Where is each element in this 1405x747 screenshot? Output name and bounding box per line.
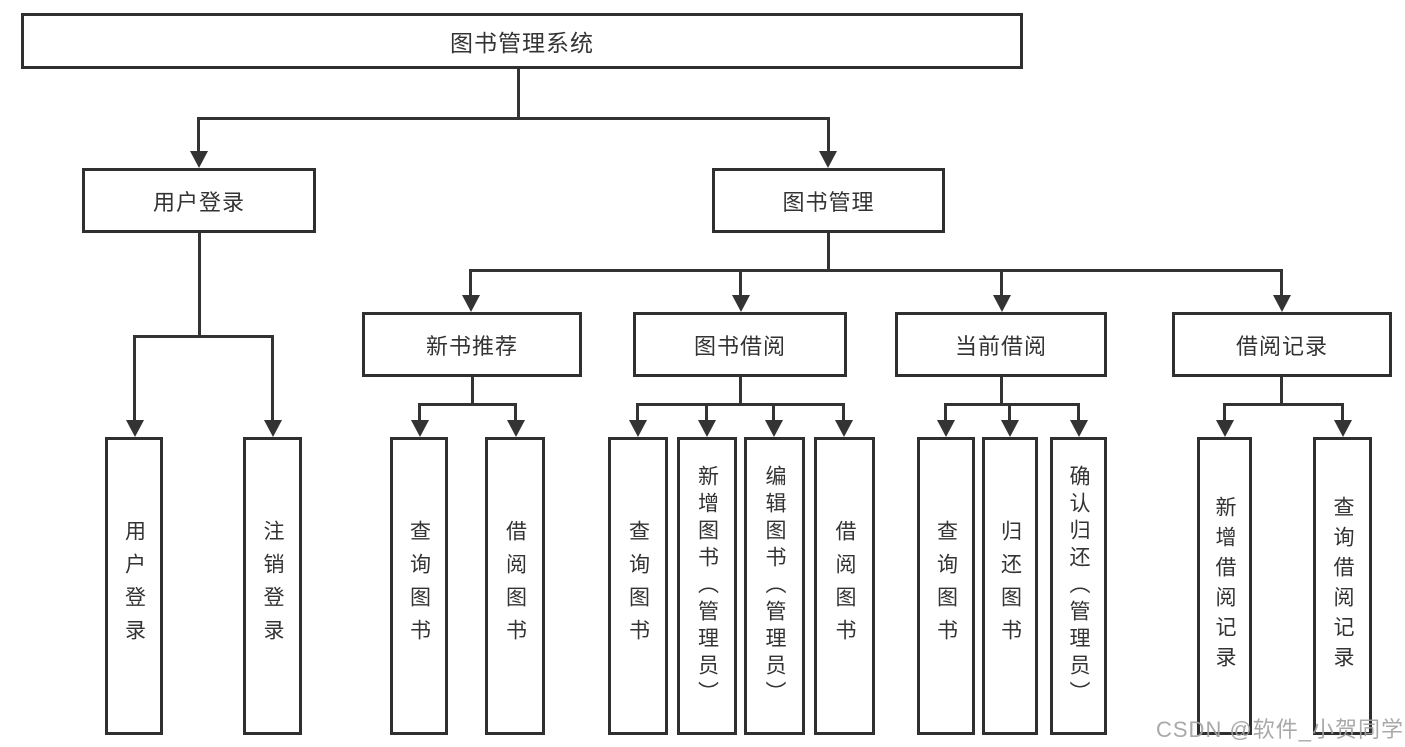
arrow-down-icon [819, 151, 837, 168]
connector-line [739, 377, 742, 406]
node-root: 图书管理系统 [21, 13, 1023, 69]
arrow-down-icon [937, 420, 955, 437]
arrow-down-icon [507, 420, 525, 437]
node-borrow-record: 借阅记录 [1172, 312, 1392, 377]
leaf-borrow-book-recommend: 借阅图书 [485, 437, 545, 735]
connector-line [471, 377, 474, 406]
connector-line [1341, 403, 1344, 420]
connector-line [1077, 403, 1080, 420]
connector-line [944, 403, 947, 420]
connector-line [133, 335, 274, 338]
arrow-down-icon [698, 420, 716, 437]
leaf-query-book-current: 查询图书 [917, 437, 975, 735]
leaf-logout: 注销登录 [243, 437, 302, 735]
connector-line [469, 269, 472, 295]
connector-line [418, 403, 421, 420]
leaf-add-book-admin: 新增图书（管理员） [677, 437, 737, 735]
arrow-down-icon [264, 420, 282, 437]
leaf-query-borrow-record: 查询借阅记录 [1313, 437, 1372, 735]
arrow-down-icon [462, 295, 480, 312]
arrow-down-icon [835, 420, 853, 437]
connector-line [842, 403, 845, 420]
connector-line [827, 117, 830, 153]
arrow-down-icon [993, 295, 1011, 312]
leaf-borrow-book: 借阅图书 [814, 437, 875, 735]
arrow-down-icon [765, 420, 783, 437]
leaf-add-borrow-record: 新增借阅记录 [1197, 437, 1252, 735]
connector-line [197, 117, 200, 153]
leaf-return-book: 归还图书 [982, 437, 1038, 735]
arrow-down-icon [1070, 420, 1088, 437]
connector-line [1223, 403, 1226, 420]
connector-line [517, 69, 520, 119]
arrow-down-icon [126, 420, 144, 437]
node-new-book-recommend: 新书推荐 [362, 312, 582, 377]
connector-line [705, 403, 708, 420]
connector-line [197, 117, 830, 120]
connector-line [133, 335, 136, 420]
connector-line [418, 403, 517, 406]
arrow-down-icon [190, 151, 208, 168]
leaf-confirm-return-admin: 确认归还（管理员） [1050, 437, 1107, 735]
node-book-borrow: 图书借阅 [633, 312, 847, 377]
connector-line [944, 403, 1080, 406]
connector-line [739, 269, 742, 295]
arrow-down-icon [1273, 295, 1291, 312]
connector-line [1223, 403, 1344, 406]
arrow-down-icon [732, 295, 750, 312]
leaf-user-login: 用户登录 [105, 437, 163, 735]
leaf-query-book-recommend: 查询图书 [390, 437, 448, 735]
connector-line [1008, 403, 1011, 420]
node-book-management: 图书管理 [712, 168, 945, 233]
arrow-down-icon [1216, 420, 1234, 437]
arrow-down-icon [411, 420, 429, 437]
arrow-down-icon [1334, 420, 1352, 437]
connector-line [636, 403, 845, 406]
connector-line [1000, 269, 1003, 295]
leaf-query-book-borrow: 查询图书 [608, 437, 668, 735]
connector-line [1000, 377, 1003, 406]
connector-line [469, 269, 1283, 272]
connector-line [772, 403, 775, 420]
csdn-watermark: CSDN @软件_小贺同学 [1156, 717, 1405, 742]
connector-line [1280, 377, 1283, 406]
connector-line [1280, 269, 1283, 295]
node-user-login: 用户登录 [82, 168, 316, 233]
connector-line [271, 335, 274, 420]
connector-line [827, 233, 830, 271]
connector-line [198, 233, 201, 337]
connector-line [514, 403, 517, 420]
node-current-borrow: 当前借阅 [895, 312, 1107, 377]
connector-line [636, 403, 639, 420]
arrow-down-icon [1001, 420, 1019, 437]
arrow-down-icon [629, 420, 647, 437]
leaf-edit-book-admin: 编辑图书（管理员） [744, 437, 805, 735]
